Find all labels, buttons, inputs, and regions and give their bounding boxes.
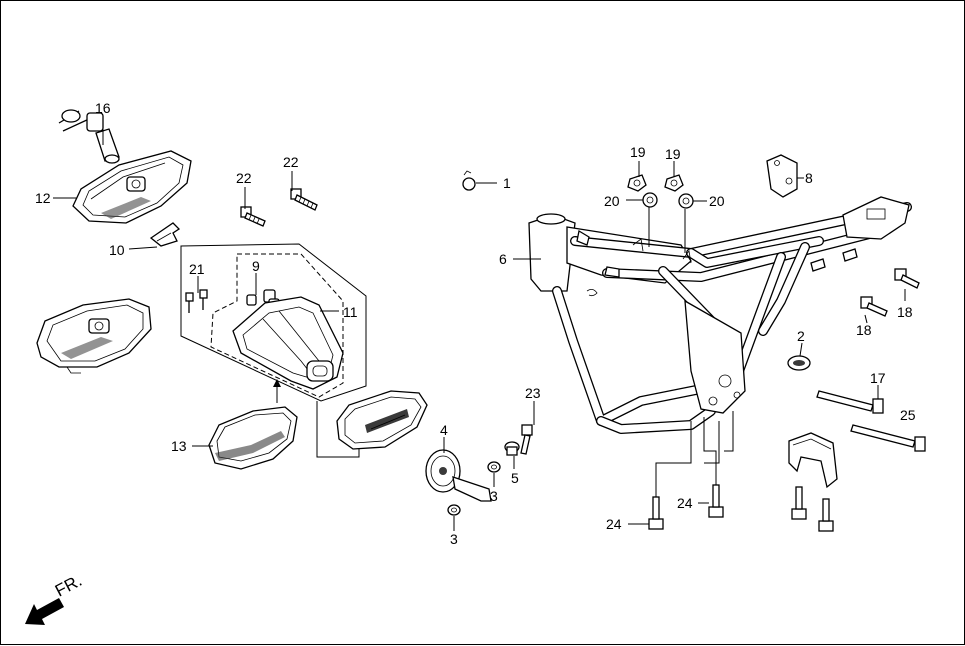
callout-3-lower: 3 (450, 531, 458, 547)
callout-19-left: 19 (630, 144, 646, 160)
callout-18-right: 18 (897, 304, 913, 320)
callout-3-upper: 3 (490, 488, 498, 504)
assembly-outline (180, 243, 367, 402)
callout-22-right: 22 (283, 154, 299, 170)
screw-pair-part (185, 289, 208, 313)
clip-part (462, 170, 497, 191)
grommet-hole (793, 360, 805, 366)
collar-hole (646, 196, 654, 204)
washer-part (487, 461, 501, 473)
bolt-24-right (708, 484, 724, 518)
callout-22-left: 22 (236, 170, 252, 186)
callout-25: 25 (900, 407, 916, 423)
bolt-18-left (860, 296, 888, 317)
light-housing-part (232, 296, 344, 390)
callout-24-left: 24 (606, 516, 622, 532)
bolt-18-right (894, 268, 920, 289)
nut-19-left (627, 174, 647, 192)
front-direction-label: FR. (52, 571, 85, 601)
callout-20-left: 20 (604, 193, 620, 209)
bolt-22-right (290, 188, 318, 211)
collar-part (504, 441, 520, 456)
callout-20-right: 20 (709, 193, 725, 209)
front-direction-arrow-icon (25, 598, 64, 625)
reflector-part (336, 390, 428, 450)
lens-part (208, 406, 298, 470)
bolt-23 (520, 424, 533, 455)
subassembly-outline (210, 253, 344, 398)
callout-16: 16 (95, 100, 111, 116)
callout-17: 17 (870, 370, 886, 386)
callout-18-left: 18 (856, 322, 872, 338)
hanger-bracket-part (788, 432, 838, 489)
frame-part (528, 196, 912, 434)
bolt-hanger-left (791, 486, 807, 520)
callout-labels: 16 12 10 21 9 11 13 22 22 1 4 3 3 5 23 6… (35, 100, 916, 547)
bracket-part (149, 222, 181, 247)
plate-part (766, 154, 798, 198)
callout-6: 6 (499, 251, 507, 267)
bolt-22-left (240, 206, 266, 227)
nut-19-right (664, 174, 684, 192)
ignition-key-part (58, 109, 120, 164)
long-bolt-17 (816, 390, 884, 414)
callout-8: 8 (805, 170, 813, 186)
callout-23: 23 (525, 385, 541, 401)
callout-5: 5 (511, 470, 519, 486)
callout-4: 4 (440, 422, 448, 438)
callout-21: 21 (189, 261, 205, 277)
callout-24-right: 24 (677, 495, 693, 511)
washer-hole (491, 464, 497, 470)
callout-9: 9 (252, 258, 260, 274)
callout-19-right: 19 (665, 146, 681, 162)
callout-2: 2 (797, 328, 805, 344)
horn-part (425, 449, 492, 502)
leader-lines (53, 115, 906, 531)
washer-hole (451, 507, 457, 513)
bolt-24-left (648, 496, 664, 530)
callout-13: 13 (171, 438, 187, 454)
arrow-head (273, 379, 281, 387)
bolt-hanger-right (818, 498, 834, 532)
collar-20-left (642, 192, 658, 208)
callout-1: 1 (503, 175, 511, 191)
leader-line (316, 401, 360, 458)
side-cover-part (36, 298, 152, 374)
callout-10: 10 (109, 242, 125, 258)
washer-part (447, 504, 461, 516)
collar-20-right (678, 193, 694, 209)
long-bolt-25 (850, 424, 926, 452)
collar-hole (682, 197, 690, 205)
upper-cover-part (72, 150, 192, 224)
callout-12: 12 (35, 190, 51, 206)
callout-11: 11 (343, 304, 358, 320)
